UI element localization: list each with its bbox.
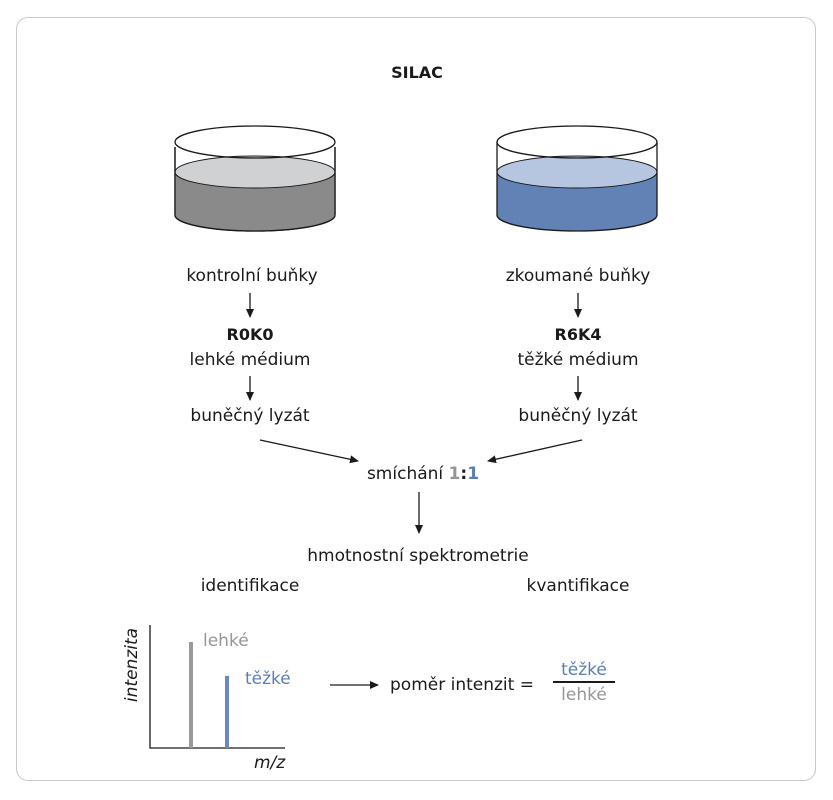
spectrum-axes xyxy=(149,625,285,749)
fraction-numerator: těžké xyxy=(561,660,607,680)
quantification-label: kvantifikace xyxy=(526,576,630,596)
identification-label: identifikace xyxy=(200,576,300,596)
fraction-denominator: lehké xyxy=(561,684,607,705)
light-dish xyxy=(174,125,336,232)
arrow-merge-left xyxy=(259,439,359,464)
diagram-title: SILAC xyxy=(391,63,443,82)
light-label-r0k0: R0K0 xyxy=(226,325,274,344)
heavy-label-r6k4: R6K4 xyxy=(554,325,602,344)
mixing-text: smíchání xyxy=(366,464,449,484)
right-lysate-label: buněčný lyzát xyxy=(518,406,638,426)
control-cells-label: kontrolní buňky xyxy=(186,266,318,286)
ratio-fraction: těžké lehké xyxy=(553,660,615,705)
light-medium-label: lehké médium xyxy=(189,350,311,370)
mixing-label: smíchání 1:1 xyxy=(367,464,479,484)
heavy-dish xyxy=(496,125,658,232)
left-lysate-label: buněčný lyzát xyxy=(190,406,310,426)
heavy-peak-label: těžké xyxy=(245,669,291,689)
ratio-right: 1 xyxy=(467,464,480,484)
fraction-bar xyxy=(553,681,615,683)
y-axis-label: intenzita xyxy=(122,627,142,703)
studied-cells-label: zkoumané buňky xyxy=(505,266,651,286)
ratio-sep: : xyxy=(460,464,468,484)
ratio-left: 1 xyxy=(448,464,461,484)
ratio-text: poměr intenzit = xyxy=(390,675,534,695)
heavy-peak xyxy=(225,675,229,748)
light-peak xyxy=(189,642,193,748)
arrow-merge-right xyxy=(487,439,583,464)
heavy-medium-label: těžké médium xyxy=(517,350,639,370)
figure-frame xyxy=(16,17,816,781)
light-peak-label: lehké xyxy=(203,631,249,651)
ms-title: hmotnostní spektrometrie xyxy=(307,546,529,566)
x-axis-label: m/z xyxy=(254,753,286,773)
